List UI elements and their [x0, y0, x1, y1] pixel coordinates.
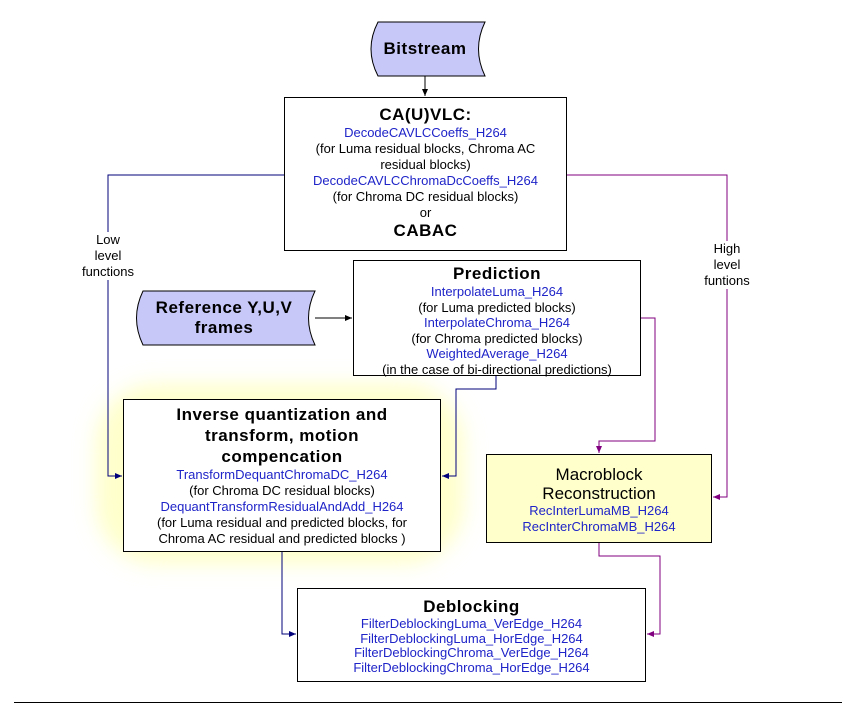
prediction-box: Prediction InterpolateLuma_H264 (for Lum…: [353, 260, 641, 377]
arrow-high-level-to-macroblock: [566, 174, 728, 500]
deblocking-fn3: FilterDeblockingChroma_VerEdge_H264: [354, 645, 589, 660]
high-level-line2: level: [713, 257, 741, 272]
low-level-label: Low level functions: [70, 232, 146, 280]
low-level-line3: functions: [81, 264, 135, 279]
macroblock-title-line1: Macroblock: [555, 465, 643, 484]
arrow-prediction-to-macroblock: [596, 317, 656, 453]
inverse-note2b: Chroma AC residual and predicted blocks …: [158, 531, 406, 546]
bottom-rule: [14, 702, 842, 703]
cavlc-or: or: [419, 205, 432, 220]
inverse-quantization-box: Inverse quantization and transform, moti…: [123, 399, 441, 552]
inverse-title-line2: transform, motion: [205, 426, 359, 445]
arrow-prediction-to-inverse: [442, 376, 497, 479]
inverse-fn2: DequantTransformResidualAndAdd_H264: [160, 499, 404, 514]
cavlc-box: CA(U)VLC: DecodeCAVLCCoeffs_H264 (for Lu…: [284, 97, 567, 251]
bitstream-terminal: Bitstream: [370, 22, 480, 76]
reference-terminal: Reference Y,U,V frames: [138, 291, 310, 345]
inverse-title-line3: compencation: [221, 447, 343, 466]
cavlc-fn1: DecodeCAVLCCoeffs_H264: [344, 125, 507, 140]
arrow-inverse-to-deblocking: [281, 551, 296, 637]
low-level-line1: Low: [96, 232, 120, 247]
deblocking-box: Deblocking FilterDeblockingLuma_VerEdge_…: [297, 588, 646, 682]
cavlc-note2: (for Chroma DC residual blocks): [332, 189, 519, 204]
prediction-title: Prediction: [452, 264, 542, 283]
bitstream-terminal-shape: [370, 21, 486, 77]
prediction-fn3: WeightedAverage_H264: [426, 346, 568, 361]
high-level-line1: High: [713, 241, 741, 256]
prediction-note2: (for Chroma predicted blocks): [411, 330, 583, 346]
prediction-note1: (for Luma predicted blocks): [418, 299, 576, 315]
low-level-line2: level: [94, 248, 122, 263]
cavlc-note1b: residual blocks): [380, 157, 471, 172]
cavlc-title: CA(U)VLC:: [379, 105, 472, 124]
cavlc-fn2: DecodeCAVLCChromaDcCoeffs_H264: [313, 173, 538, 188]
inverse-note1: (for Chroma DC residual blocks): [189, 483, 375, 498]
arrow-low-level-to-inverse: [107, 174, 284, 479]
macroblock-title-line2: Reconstruction: [542, 484, 656, 503]
prediction-fn1: InterpolateLuma_H264: [430, 284, 564, 299]
reference-label-line1: Reference Y,U,V: [155, 298, 293, 317]
cavlc-cabac: CABAC: [393, 221, 458, 240]
deblocking-fn2: FilterDeblockingLuma_HorEdge_H264: [360, 630, 583, 646]
prediction-note3: (in the case of bi-directional predictio…: [382, 361, 612, 377]
bitstream-label: Bitstream: [383, 39, 467, 58]
cavlc-note1a: (for Luma residual blocks, Chroma AC: [315, 141, 536, 156]
deblocking-title: Deblocking: [423, 597, 520, 616]
macroblock-fn2: RecInterChromaMB_H264: [522, 519, 676, 534]
inverse-fn1: TransformDequantChromaDC_H264: [176, 467, 388, 482]
inverse-title-line1: Inverse quantization and: [176, 405, 388, 424]
deblocking-fn1: FilterDeblockingLuma_VerEdge_H264: [360, 616, 583, 631]
macroblock-fn1: RecInterLumaMB_H264: [529, 503, 669, 518]
reference-terminal-shape: [136, 290, 316, 346]
deblocking-fn4: FilterDeblockingChroma_HorEdge_H264: [353, 659, 590, 675]
prediction-fn2: InterpolateChroma_H264: [424, 315, 570, 330]
high-level-line3: funtions: [704, 273, 750, 288]
high-level-label: High level funtions: [692, 241, 762, 289]
arrow-macroblock-to-deblocking: [598, 543, 661, 637]
macroblock-box: Macroblock Reconstruction RecInterLumaMB…: [486, 454, 712, 543]
reference-label-line2: frames: [194, 318, 254, 337]
inverse-note2a: (for Luma residual and predicted blocks,…: [156, 515, 407, 530]
